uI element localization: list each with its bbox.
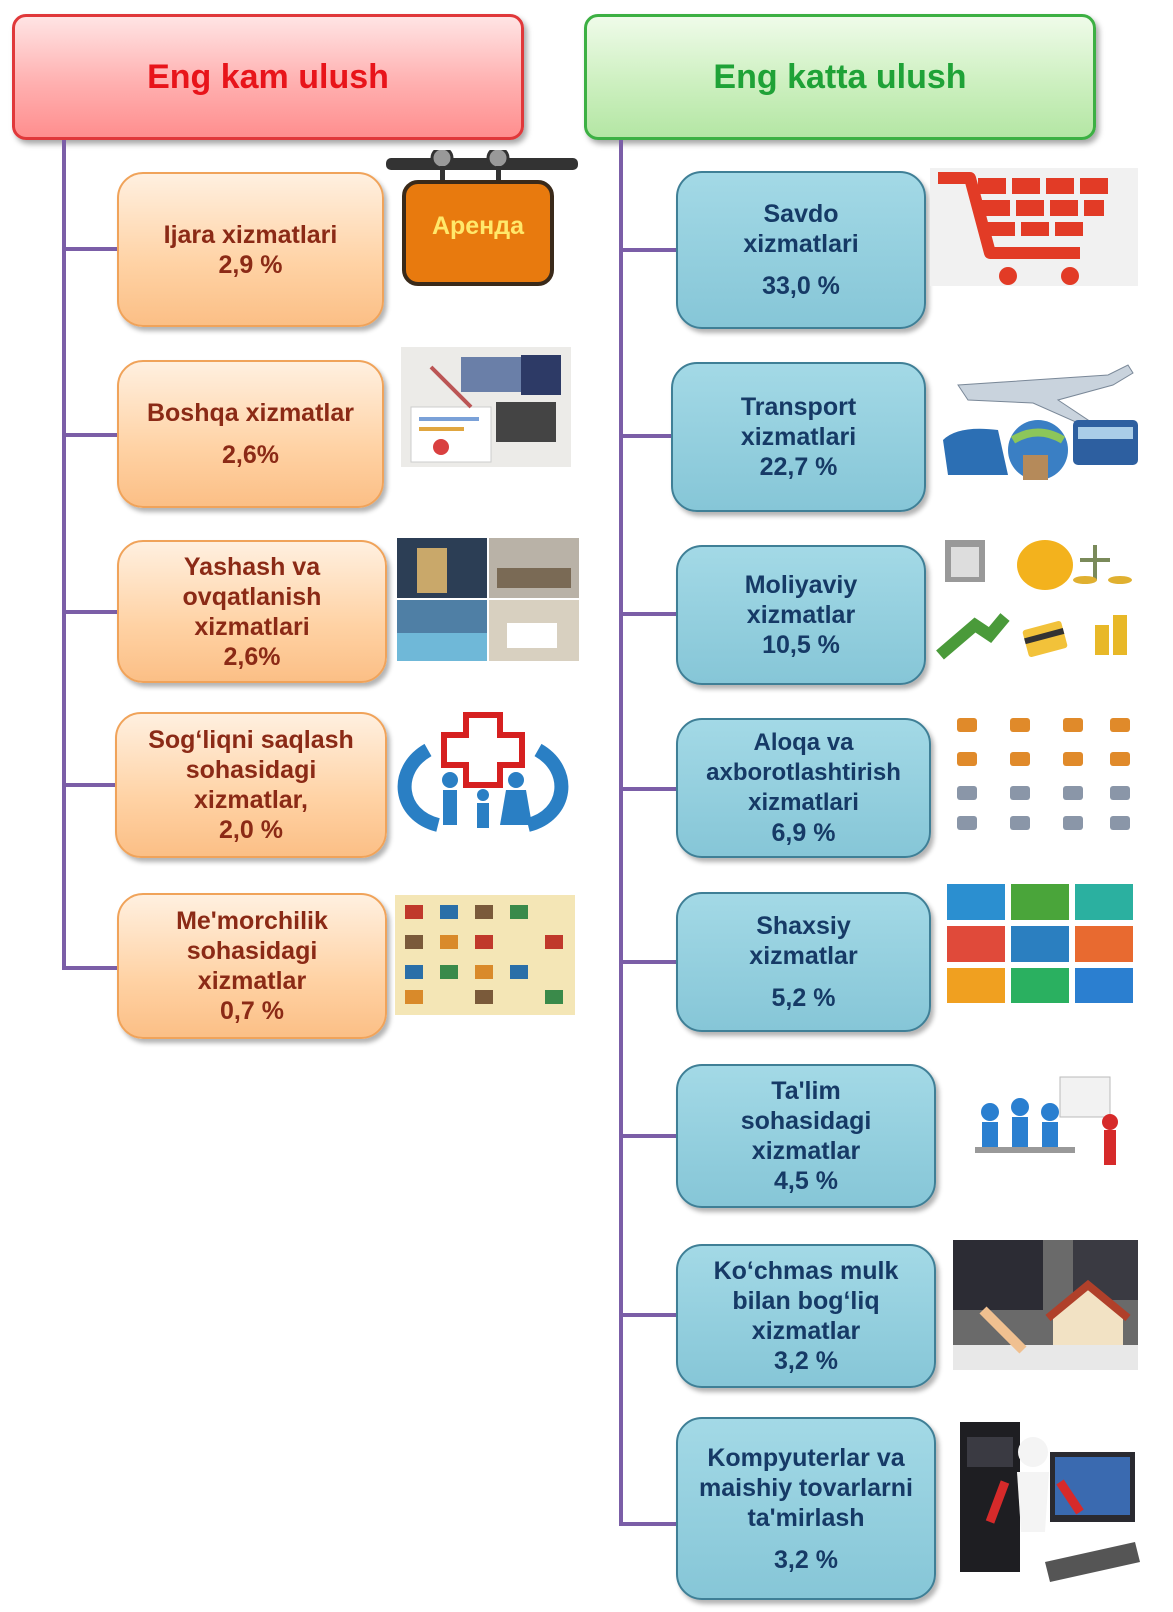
- left-item-healthcare: Sog‘liqni saqlash sohasidagi xizmatlar, …: [115, 712, 387, 858]
- left-header: Eng kam ulush: [12, 14, 524, 140]
- left-connector-spine: [62, 140, 66, 970]
- left-connector-4: [62, 783, 118, 787]
- left-connector-1: [62, 247, 118, 251]
- item-value: 2,6%: [222, 441, 279, 469]
- computer-repair-icon: [955, 1412, 1140, 1592]
- item-name: Savdo xizmatlari: [743, 200, 859, 258]
- right-connector-1: [619, 248, 676, 252]
- right-item-education: Ta'lim sohasidagi xizmatlar 4,5 %: [676, 1064, 936, 1208]
- left-header-title: Eng kam ulush: [147, 57, 389, 96]
- item-name: Aloqa va axborotlashtirish xizmatlari: [706, 729, 901, 816]
- item-value: 6,9 %: [771, 819, 836, 847]
- right-item-transport: Transport xizmatlari 22,7 %: [671, 362, 926, 512]
- office-documents-icon: [401, 347, 571, 467]
- transport-icon: [938, 345, 1140, 485]
- right-item-trade: Savdo xizmatlari 33,0 %: [676, 171, 926, 329]
- item-name: Me'morchilik sohasidagi xizmatlar: [176, 907, 328, 995]
- personal-services-icons: [945, 882, 1135, 1005]
- left-connector-2: [62, 433, 118, 437]
- right-connector-7: [619, 1313, 676, 1317]
- right-connector-2: [619, 434, 671, 438]
- real-estate-icon: [953, 1240, 1138, 1370]
- right-item-personal: Shaxsiy xizmatlar 5,2 %: [676, 892, 931, 1032]
- left-item-rent: Ijara xizmatlari 2,9 %: [117, 172, 384, 327]
- left-item-other: Boshqa xizmatlar 2,6%: [117, 360, 384, 508]
- item-name: Ijara xizmatlari: [163, 220, 338, 249]
- right-header-title: Eng katta ulush: [713, 57, 967, 96]
- right-connector-6: [619, 1134, 676, 1138]
- item-name: Ta'lim sohasidagi xizmatlar: [740, 1077, 872, 1165]
- right-item-communication: Aloqa va axborotlashtirish xizmatlari 6,…: [676, 718, 931, 858]
- item-name: Shaxsiy xizmatlar: [749, 912, 858, 970]
- item-value: 33,0 %: [762, 272, 840, 300]
- item-name: Boshqa xizmatlar: [146, 399, 354, 427]
- communication-icons: [945, 710, 1140, 835]
- education-icon: [960, 1072, 1130, 1182]
- right-connector-8: [619, 1522, 676, 1526]
- item-value: 0,7 %: [220, 997, 284, 1025]
- architecture-icons: [395, 895, 575, 1015]
- shopping-cart-icon: [930, 168, 1138, 286]
- right-connector-5: [619, 960, 676, 964]
- right-connector-spine: [619, 140, 623, 1526]
- hotel-photos-icon: [397, 538, 579, 661]
- item-value: 4,5 %: [774, 1167, 838, 1195]
- item-value: 2,6%: [223, 642, 281, 671]
- left-item-architecture: Me'morchilik sohasidagi xizmatlar 0,7 %: [117, 893, 387, 1039]
- item-value: 5,2 %: [771, 984, 836, 1012]
- rent-sign-text: Аренда: [432, 212, 525, 240]
- finance-icons: [935, 535, 1140, 663]
- item-value: 2,0 %: [219, 816, 283, 844]
- item-name: Kompyuterlar va maishiy tovarlarni ta'mi…: [699, 1443, 913, 1532]
- right-connector-4: [619, 787, 676, 791]
- left-connector-3: [62, 610, 118, 614]
- left-connector-5: [62, 966, 118, 970]
- item-value: 3,2 %: [774, 1545, 838, 1574]
- item-name: Ko‘chmas mulk bilan bog‘liq xizmatlar: [713, 1257, 899, 1345]
- item-value: 22,7 %: [759, 453, 838, 481]
- right-item-finance: Moliyaviy xizmatlar 10,5 %: [676, 545, 926, 685]
- healthcare-family-icon: [388, 710, 578, 835]
- item-value: 2,9 %: [218, 250, 283, 279]
- item-name: Yashash va ovqatlanish xizmatlari: [182, 552, 322, 641]
- left-item-accommodation: Yashash va ovqatlanish xizmatlari 2,6%: [117, 540, 387, 683]
- item-name: Moliyaviy xizmatlar: [744, 571, 858, 629]
- item-value: 3,2 %: [774, 1347, 838, 1375]
- item-value: 10,5 %: [762, 631, 840, 659]
- right-item-real-estate: Ko‘chmas mulk bilan bog‘liq xizmatlar 3,…: [676, 1244, 936, 1388]
- right-connector-3: [619, 612, 676, 616]
- item-name: Sog‘liqni saqlash sohasidagi xizmatlar,: [148, 726, 354, 814]
- right-header: Eng katta ulush: [584, 14, 1096, 140]
- right-item-repair: Kompyuterlar va maishiy tovarlarni ta'mi…: [676, 1417, 936, 1600]
- rent-sign-icon: Аренда: [386, 150, 578, 290]
- item-name: Transport xizmatlari: [740, 393, 857, 451]
